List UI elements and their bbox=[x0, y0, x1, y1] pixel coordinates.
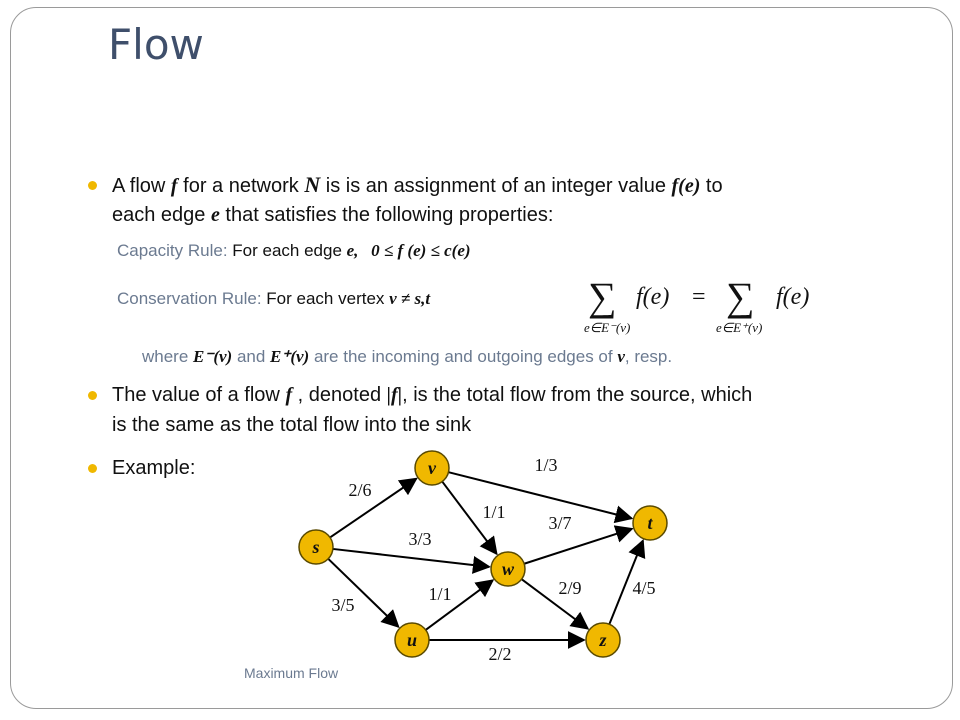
math-f: f bbox=[170, 175, 178, 197]
conservation-formula: ∑ f(e) = ∑ f(e) e∈E⁻(v) e∈E⁺(v) bbox=[584, 274, 809, 335]
text: for a network bbox=[177, 175, 305, 197]
math-N: N bbox=[304, 172, 321, 197]
slide-frame bbox=[10, 7, 953, 709]
edge-s-w bbox=[332, 547, 491, 574]
edge-label-s-v: 2/6 bbox=[348, 480, 371, 500]
node-v: v bbox=[414, 450, 450, 486]
text: and bbox=[232, 347, 271, 366]
node-label-w: w bbox=[502, 559, 515, 579]
text: , denoted bbox=[292, 384, 387, 406]
slide-footer: Maximum Flow bbox=[244, 665, 339, 681]
capacity-rule: Capacity Rule: For each edge e, 0 ≤ f (e… bbox=[117, 240, 471, 262]
bullet-line: A flow f for a network N is is an assign… bbox=[112, 170, 723, 201]
bullet-line: is the same as the total flow into the s… bbox=[112, 414, 472, 436]
capacity-formula: 0 ≤ f (e) ≤ c(e) bbox=[371, 241, 471, 260]
edge-label-u-z: 2/2 bbox=[488, 644, 511, 664]
edge-label-s-u: 3/5 bbox=[331, 595, 354, 615]
math-E-minus: E⁻(v) bbox=[193, 347, 233, 366]
node-circle-v bbox=[414, 450, 450, 486]
node-s: s bbox=[298, 529, 334, 565]
edge-z-t bbox=[608, 538, 646, 625]
edge-label-w-z: 2/9 bbox=[558, 578, 581, 598]
text: where bbox=[142, 347, 194, 366]
edge-s-v bbox=[329, 477, 418, 539]
formula-left-sub: e∈E⁻(v) bbox=[584, 320, 630, 335]
node-circle-z bbox=[585, 622, 621, 658]
bullet-dot-icon bbox=[88, 464, 97, 473]
text: The value of a flow bbox=[112, 384, 286, 406]
slide-title: Flow bbox=[108, 20, 204, 69]
conservation-rule-label: Conservation Rule: bbox=[117, 289, 262, 308]
text: to bbox=[700, 175, 723, 197]
formula-equals: = bbox=[692, 284, 706, 310]
edge-v-w bbox=[441, 480, 498, 556]
math-v: v bbox=[617, 347, 625, 366]
node-circle-s bbox=[298, 529, 334, 565]
edge-label-w-t: 3/7 bbox=[548, 513, 571, 533]
node-circle-t bbox=[632, 505, 668, 541]
text: , resp. bbox=[624, 347, 673, 366]
text: are the incoming and outgoing edges of bbox=[309, 347, 618, 366]
text: A flow bbox=[112, 175, 171, 197]
math-e: e, bbox=[346, 241, 359, 260]
text: , is the total flow from the source, whi… bbox=[402, 384, 753, 406]
bullet-line: The value of a flow f , denoted |f|, is … bbox=[112, 380, 752, 410]
node-u: u bbox=[394, 622, 430, 658]
formula-right-sub: e∈E⁺(v) bbox=[716, 320, 762, 335]
node-label-u: u bbox=[407, 630, 417, 650]
formula-left-term: f(e) bbox=[636, 284, 669, 310]
edge-label-v-t: 1/3 bbox=[534, 455, 557, 475]
sum-symbol-left: ∑ bbox=[588, 274, 617, 319]
math-E-plus: E⁺(v) bbox=[270, 347, 310, 366]
bullet-dot-icon bbox=[88, 391, 97, 400]
edge-label-z-t: 4/5 bbox=[632, 578, 655, 598]
node-label-z: z bbox=[598, 630, 606, 650]
node-z: z bbox=[585, 622, 621, 658]
node-label-t: t bbox=[647, 513, 653, 533]
node-circle-u bbox=[394, 622, 430, 658]
formula-right-term: f(e) bbox=[776, 284, 809, 310]
edge-w-t bbox=[523, 525, 634, 565]
text: For each vertex bbox=[261, 289, 390, 308]
edge-w-z bbox=[521, 578, 590, 630]
node-label-s: s bbox=[311, 537, 319, 557]
node-w: w bbox=[490, 551, 526, 587]
bullet-line: each edge e that satisfies the following… bbox=[112, 200, 553, 230]
edge-s-u bbox=[327, 558, 400, 629]
node-label-v: v bbox=[428, 458, 437, 478]
sum-symbol-right: ∑ bbox=[726, 274, 755, 319]
example-label: Example: bbox=[112, 457, 196, 479]
math-e: e bbox=[210, 204, 220, 226]
edge-v-t bbox=[448, 471, 634, 524]
text: For each edge bbox=[227, 241, 347, 260]
text: is is an assignment of an integer value bbox=[320, 175, 672, 197]
where-line: where E⁻(v) and E⁺(v) are the incoming a… bbox=[142, 346, 672, 368]
edge-u-w bbox=[425, 579, 495, 631]
capacity-rule-label: Capacity Rule: bbox=[117, 241, 228, 260]
math-f: f bbox=[285, 384, 293, 406]
edge-label-u-w: 1/1 bbox=[428, 584, 451, 604]
text: each edge bbox=[112, 204, 211, 226]
math-v-neq-st: v ≠ s,t bbox=[389, 289, 431, 308]
edge-label-v-w: 1/1 bbox=[482, 502, 505, 522]
node-t: t bbox=[632, 505, 668, 541]
math-fe: f(e) bbox=[671, 175, 701, 197]
text: that satisfies the following properties: bbox=[219, 204, 554, 226]
node-circle-w bbox=[490, 551, 526, 587]
math-abs-f: |f| bbox=[386, 384, 403, 406]
bullet-dot-icon bbox=[88, 181, 97, 190]
edge-label-s-w: 3/3 bbox=[408, 529, 431, 549]
conservation-rule: Conservation Rule: For each vertex v ≠ s… bbox=[117, 288, 430, 310]
